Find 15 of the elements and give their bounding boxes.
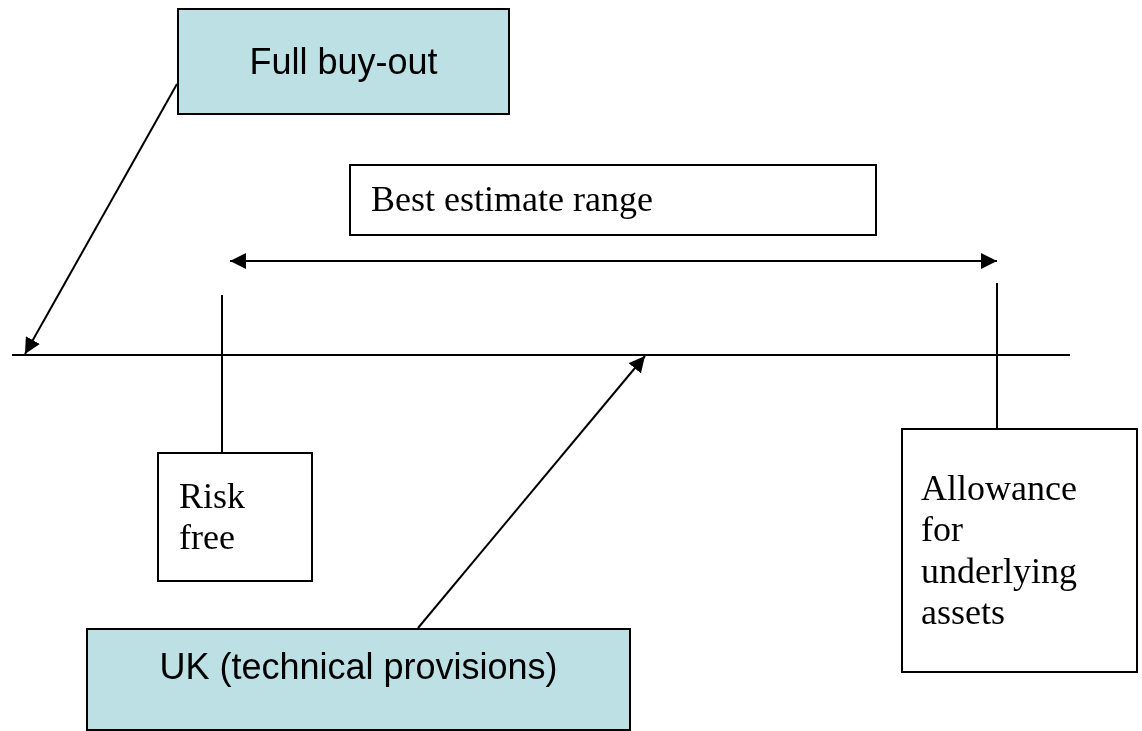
arrow [24,82,178,355]
arrow [417,355,646,629]
axis-line [12,354,1070,356]
box-label: Full buy-out [249,40,438,83]
highlight-box [86,628,631,731]
highlight-box [177,8,510,115]
box-label: UK (technical provisions) [159,646,558,688]
connector-line [996,355,998,429]
label-box [157,452,313,582]
label-box [349,164,877,236]
box-label: Best estimate range [371,179,653,221]
box-label: Allowance for underlying assets [921,467,1078,634]
box-label: Risk free [179,475,247,559]
label-box [901,428,1138,673]
connector-line [221,355,223,453]
